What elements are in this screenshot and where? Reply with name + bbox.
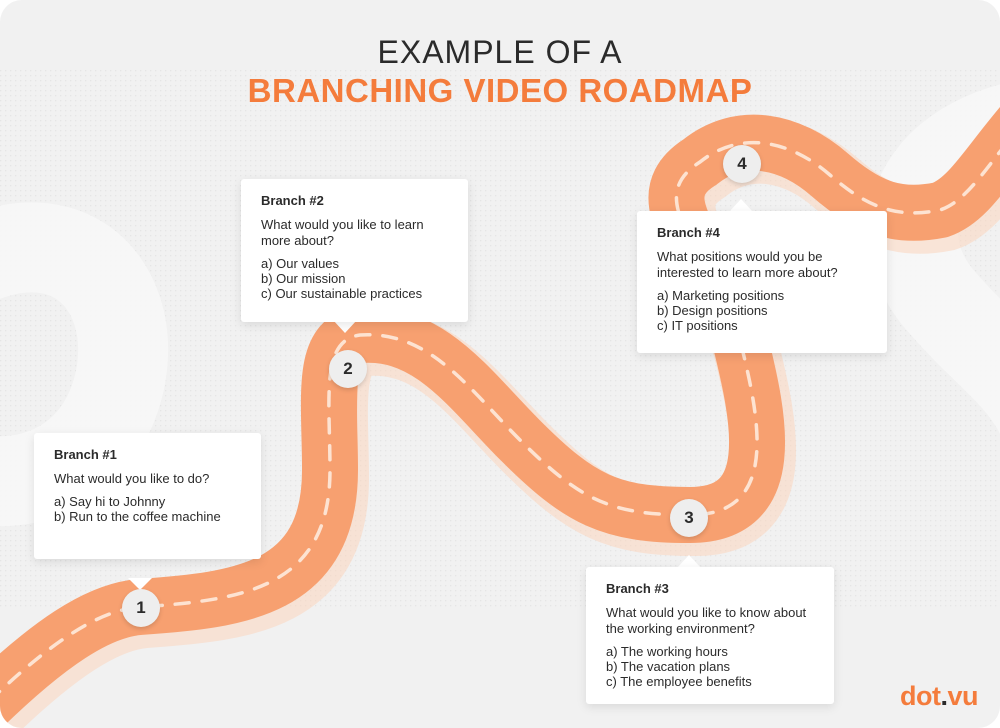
road-center-dash xyxy=(0,140,1000,694)
road-marker-1: 1 xyxy=(122,589,160,627)
branch-question: What would you like to learn more about? xyxy=(261,217,424,248)
branch-title: Branch #2 xyxy=(261,193,324,208)
branch-title: Branch #1 xyxy=(54,447,117,462)
branch-option: c) The employee benefits xyxy=(606,674,752,689)
branch-options: a) Say hi to Johnny b) Run to the coffee… xyxy=(54,494,241,524)
road-marker-2: 2 xyxy=(329,350,367,388)
branch-option: b) Design positions xyxy=(657,303,768,318)
branch-option: a) Say hi to Johnny xyxy=(54,494,166,509)
road-marker-4: 4 xyxy=(723,145,761,183)
branch-question: What would you like to do? xyxy=(54,471,210,486)
branch-question: What would you like to know about the wo… xyxy=(606,605,807,636)
branch-options: a) Our values b) Our mission c) Our sust… xyxy=(261,256,448,301)
branch-option: c) Our sustainable practices xyxy=(261,286,423,301)
branch-card-2: Branch #2 What would you like to learn m… xyxy=(241,179,468,322)
page-title-line2: BRANCHING VIDEO ROADMAP xyxy=(247,72,753,109)
branch-question: What positions would you be interested t… xyxy=(657,249,838,280)
page-title-line1: EXAMPLE OF A xyxy=(377,34,623,70)
branch-card-1: Branch #1 What would you like to do? a) … xyxy=(34,433,261,559)
road-marker-3: 3 xyxy=(670,499,708,537)
branch-option: b) Our mission xyxy=(261,271,346,286)
logo-dot: . xyxy=(940,681,948,711)
branch-option: a) Our values xyxy=(261,256,340,271)
card-pointer xyxy=(729,199,753,212)
branch-options: a) The working hours b) The vacation pla… xyxy=(606,644,814,689)
card-pointer xyxy=(677,555,701,568)
logo-text: dot xyxy=(899,681,941,711)
branch-card-4: Branch #4 What positions would you be in… xyxy=(637,211,887,353)
logo-text-end: vu xyxy=(947,681,978,711)
branch-option: b) The vacation plans xyxy=(606,659,731,674)
branch-option: a) Marketing positions xyxy=(657,288,785,303)
branch-option: b) Run to the coffee machine xyxy=(54,509,221,524)
dotvu-logo: dot.vu xyxy=(899,681,979,712)
card-pointer xyxy=(333,320,357,333)
branch-card-3: Branch #3 What would you like to know ab… xyxy=(586,567,834,704)
branch-option: c) IT positions xyxy=(657,318,738,333)
card-pointer xyxy=(128,578,152,590)
branch-title: Branch #3 xyxy=(606,581,669,596)
branch-title: Branch #4 xyxy=(657,225,720,240)
background-swirl xyxy=(868,84,1000,434)
background-swirl xyxy=(0,202,169,527)
branch-option: a) The working hours xyxy=(606,644,728,659)
branch-options: a) Marketing positions b) Design positio… xyxy=(657,288,867,333)
